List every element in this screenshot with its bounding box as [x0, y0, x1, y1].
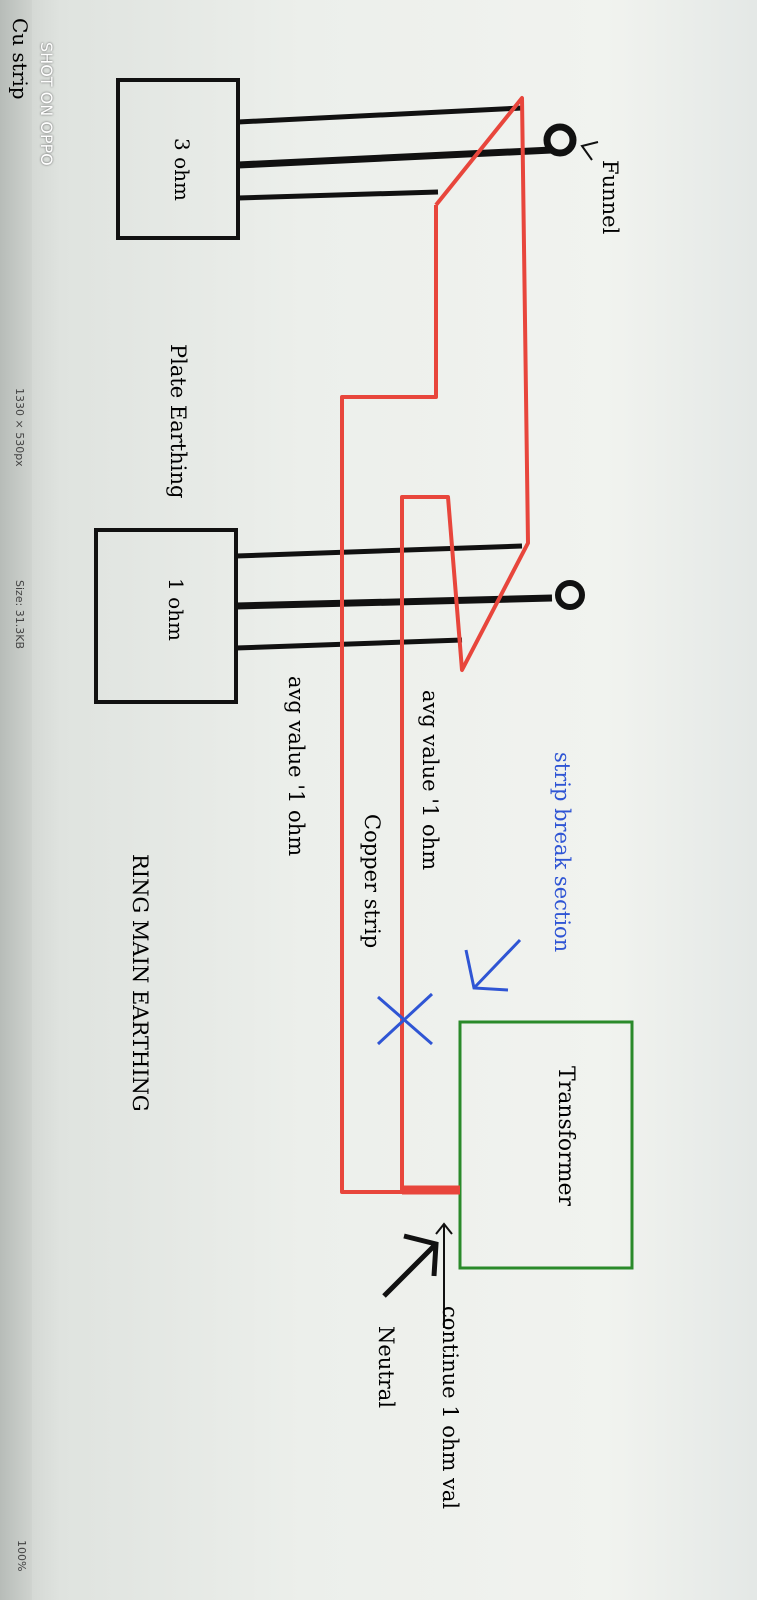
zoom-level[interactable]: 100%	[15, 1540, 28, 1572]
plate-earthing-box	[116, 78, 240, 240]
funnel-pointer	[580, 141, 599, 161]
ring-earth-strips	[235, 543, 553, 651]
ring-earthing-box	[94, 528, 238, 704]
strip-break-marker	[376, 938, 522, 1046]
strip-break-section-label: strip break section	[550, 752, 574, 953]
ring-resistance-label: 1 ohm	[164, 578, 188, 641]
funnel-ring-lower	[555, 580, 585, 610]
neutral-label: Neutral	[374, 1326, 398, 1409]
cu-strip-label: Cu strip	[8, 18, 32, 100]
continue-label: continue 1 ohm val	[438, 1306, 462, 1510]
neutral-arrow	[382, 1233, 439, 1298]
transformer-box	[458, 1020, 634, 1270]
plate-earthing-label: Plate Earthing	[166, 344, 190, 499]
camera-watermark: SHOT ON OPPO	[37, 42, 56, 166]
continue-arrow	[435, 1222, 453, 1328]
avg-value-upper-label: avg value '1 ohm	[418, 690, 442, 871]
funnel-label: Funnel	[598, 160, 622, 235]
file-size: Size: 31.3KB	[13, 580, 26, 650]
ring-main-earthing-label: RING MAIN EARTHING	[128, 854, 152, 1112]
avg-value-lower-label: avg value '1 ohm	[284, 676, 308, 857]
plate-earth-strips	[237, 105, 553, 201]
ring-main-path	[340, 96, 530, 1195]
transformer-label: Transformer	[553, 1066, 578, 1207]
plate-resistance-label: 3 ohm	[170, 138, 194, 201]
image-dimensions: 1330 × 530px	[13, 388, 26, 467]
window-sidebar	[0, 0, 32, 1600]
copper-strip-label: Copper strip	[360, 814, 384, 949]
funnel-ring-upper	[543, 123, 577, 157]
